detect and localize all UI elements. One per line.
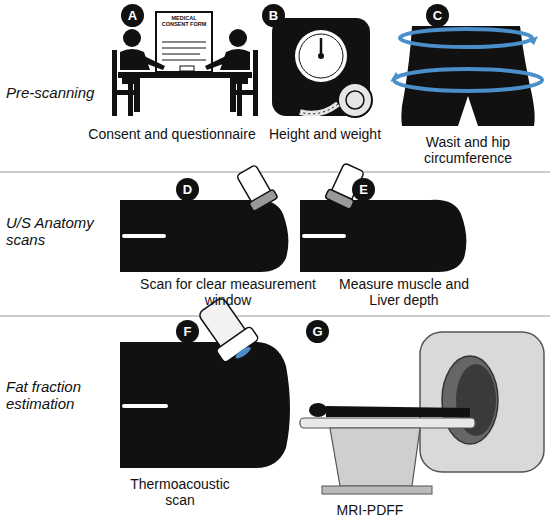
panel-letter-text: D (183, 182, 192, 197)
panel-caption: Height and weight (260, 126, 390, 142)
row-separator (0, 315, 550, 317)
panel-letter: D (176, 178, 199, 201)
panel-letter: A (121, 4, 144, 27)
hips-icon (390, 26, 542, 126)
panel-letter-text: B (269, 8, 278, 23)
panel-caption: Measure muscle and Liver depth (329, 276, 479, 308)
consent-icon (112, 12, 258, 116)
panel-letter-text: E (359, 182, 368, 197)
panel-caption: Consent and questionnaire (83, 126, 261, 142)
panel-letter: C (426, 4, 449, 27)
row-title: U/S Anatomy scans (6, 214, 106, 249)
row-title: Pre-scanning (6, 84, 106, 101)
panel-letter: E (352, 178, 375, 201)
row-title: Fat fraction estimation (6, 378, 106, 413)
panel-caption: Thermoacoustic scan (122, 476, 238, 508)
panel-letter-text: A (128, 8, 137, 23)
torso-scan-icon (120, 163, 288, 272)
torso-measure-icon (300, 162, 466, 272)
panel-letter-text: C (433, 8, 442, 23)
panel-caption: Scan for clear measurement window (138, 276, 318, 308)
panel-caption: MRI-PDFF (310, 502, 430, 518)
panel-letter-text: F (184, 324, 192, 339)
panel-caption: Wasit and hip circumference (398, 134, 538, 166)
scale-icon (272, 18, 372, 117)
mri-scanner-icon (300, 332, 544, 494)
panel-letter: B (262, 4, 285, 27)
panel-letter: F (176, 320, 199, 343)
thermoacoustic-icon (120, 293, 290, 468)
panel-letter-text: G (312, 324, 322, 339)
row-separator (0, 171, 550, 173)
panel-letter: G (306, 320, 329, 343)
form-heading: MEDICAL CONSENT FORM (159, 15, 209, 28)
